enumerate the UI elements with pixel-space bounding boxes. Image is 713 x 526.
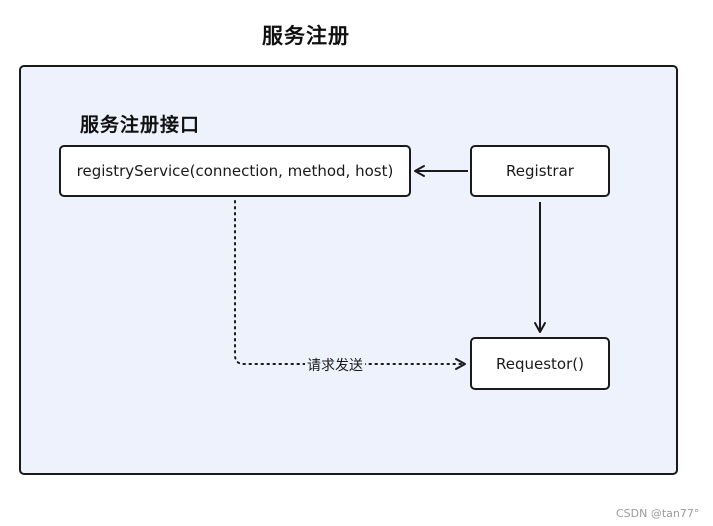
registry-service-label: registryService(connection, method, host…	[76, 162, 394, 180]
edge-registry-to-requestor	[234, 200, 466, 370]
diagram-title: 服务注册	[262, 24, 350, 48]
edge-label-request-send: 请求发送	[305, 355, 365, 375]
registry-service-node: registryService(connection, method, host…	[59, 145, 411, 197]
watermark: CSDN @tan77°	[616, 507, 700, 520]
diagram-panel	[19, 65, 678, 475]
registrar-label: Registrar	[506, 162, 574, 180]
registrar-node: Registrar	[470, 145, 610, 197]
requestor-node: Requestor()	[470, 337, 610, 390]
section-title: 服务注册接口	[80, 114, 201, 136]
requestor-label: Requestor()	[496, 354, 584, 373]
